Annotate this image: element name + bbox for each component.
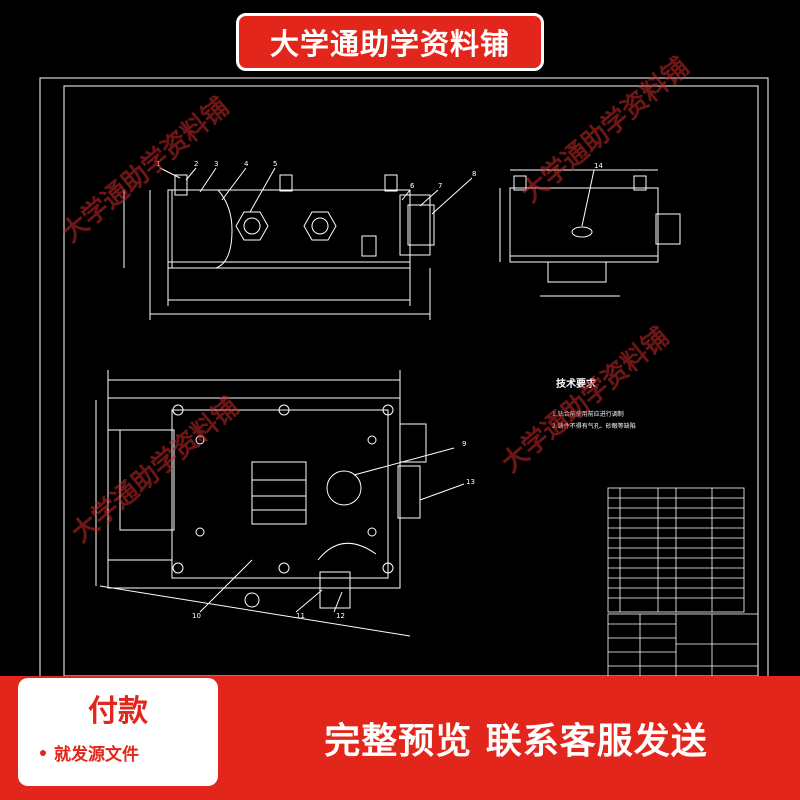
store-title-banner: 大学通助学资料铺	[236, 13, 544, 71]
part-label-14: 14	[594, 162, 603, 170]
part-label-2: 2	[194, 160, 198, 168]
plan-view	[95, 370, 465, 637]
title-block	[607, 613, 759, 677]
payment-title: 付款	[88, 694, 148, 729]
part-label-10: 10	[192, 612, 201, 620]
part-label-11: 11	[296, 612, 305, 620]
payment-subtitle: 就发源文件	[54, 745, 139, 765]
part-label-9: 9	[462, 440, 466, 448]
part-label-8: 8	[472, 170, 476, 178]
tech-requirements-title: 技术要求	[556, 377, 597, 390]
part-label-13: 13	[466, 478, 475, 486]
front-view	[123, 167, 473, 320]
payment-box[interactable]: 付款 就发源文件	[18, 678, 218, 786]
bullet-dot	[40, 750, 46, 756]
part-label-12: 12	[336, 612, 345, 620]
part-label-1: 1	[156, 160, 160, 168]
tech-requirement-1: 1.钻合前使用前应进行调制	[552, 410, 624, 418]
part-label-3: 3	[214, 160, 218, 168]
tech-requirement-2: 2.铸件不得有气孔、砂眼等缺陷	[552, 422, 636, 430]
side-view	[499, 169, 681, 297]
contact-service-text: 完整预览 联系客服发送	[324, 721, 708, 762]
part-label-6: 6	[410, 182, 415, 190]
part-label-4: 4	[244, 160, 249, 168]
parts-table	[607, 487, 745, 613]
part-label-7: 7	[438, 182, 442, 190]
part-label-5: 5	[273, 160, 277, 168]
